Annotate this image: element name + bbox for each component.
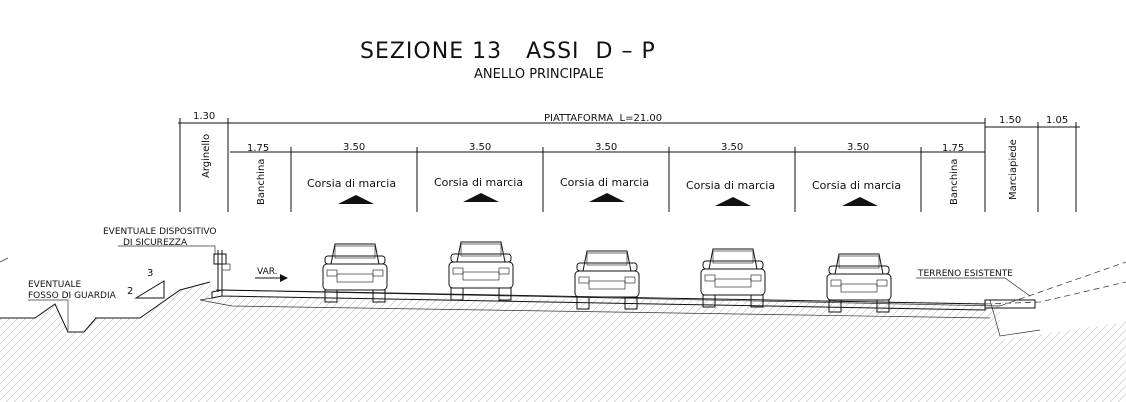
fosso-label-2: FOSSO DI GUARDIA bbox=[28, 291, 117, 301]
section-title: SEZIONE 13 ASSI D – P bbox=[360, 39, 656, 64]
lane-label-3: Corsia di marcia bbox=[560, 176, 649, 189]
car-rear-icon-4 bbox=[700, 248, 766, 308]
car-rear-icon-2 bbox=[448, 241, 514, 301]
lane-label-1: Corsia di marcia bbox=[307, 177, 396, 190]
label-banchina-right: Banchina bbox=[949, 159, 960, 205]
direction-triangle-2 bbox=[463, 193, 499, 202]
lane-label-5: Corsia di marcia bbox=[812, 179, 901, 192]
dim-arginello: 1.30 bbox=[193, 111, 215, 122]
terreno-label: TERRENO ESISTENTE bbox=[917, 269, 1013, 279]
dim-lane-4: 3.50 bbox=[721, 142, 743, 153]
pavement bbox=[199, 289, 1036, 319]
safety-barrier-icon bbox=[213, 250, 231, 292]
leader-line-dispositivo bbox=[118, 245, 216, 255]
dim-lane-3: 3.50 bbox=[595, 142, 617, 153]
dim-marciapiede: 1.50 bbox=[999, 115, 1021, 126]
leader-line-fosso bbox=[28, 299, 69, 330]
direction-triangle-1 bbox=[338, 195, 374, 204]
dim-lane-2: 3.50 bbox=[469, 142, 491, 153]
slope-v-label: 2 bbox=[127, 286, 133, 297]
dim-piattaforma: PIATTAFORMA L=21.00 bbox=[544, 113, 662, 124]
leader-line-terreno bbox=[916, 277, 1031, 297]
lane-label-2: Corsia di marcia bbox=[434, 176, 523, 189]
dim-last: 1.05 bbox=[1046, 115, 1068, 126]
direction-triangle-3 bbox=[589, 193, 625, 202]
dispositivo-label-1: EVENTUALE DISPOSITIVO bbox=[103, 227, 216, 237]
slope-indicator bbox=[134, 280, 165, 299]
label-marciapiede: Marciapiede bbox=[1008, 139, 1019, 200]
direction-triangles bbox=[338, 193, 878, 206]
direction-triangle-4 bbox=[715, 197, 751, 206]
var-label: VAR. bbox=[257, 267, 278, 277]
dim-banchina-right: 1.75 bbox=[942, 143, 964, 154]
dimension-frame bbox=[178, 118, 1080, 212]
terrain bbox=[0, 257, 1126, 402]
dim-lane-5: 3.50 bbox=[847, 142, 869, 153]
section-subtitle: ANELLO PRINCIPALE bbox=[474, 67, 604, 82]
direction-arrow-icon bbox=[255, 274, 288, 282]
slope-h-label: 3 bbox=[147, 268, 153, 279]
lane-label-4: Corsia di marcia bbox=[686, 179, 775, 192]
dispositivo-label-2: DI SICUREZZA bbox=[123, 238, 188, 248]
dim-banchina-left: 1.75 bbox=[247, 143, 269, 154]
direction-triangle-5 bbox=[842, 197, 878, 206]
label-banchina-left: Banchina bbox=[256, 159, 267, 205]
dim-lane-1: 3.50 bbox=[343, 142, 365, 153]
label-arginello: Arginello bbox=[201, 134, 212, 178]
fosso-label-1: EVENTUALE bbox=[28, 280, 82, 290]
